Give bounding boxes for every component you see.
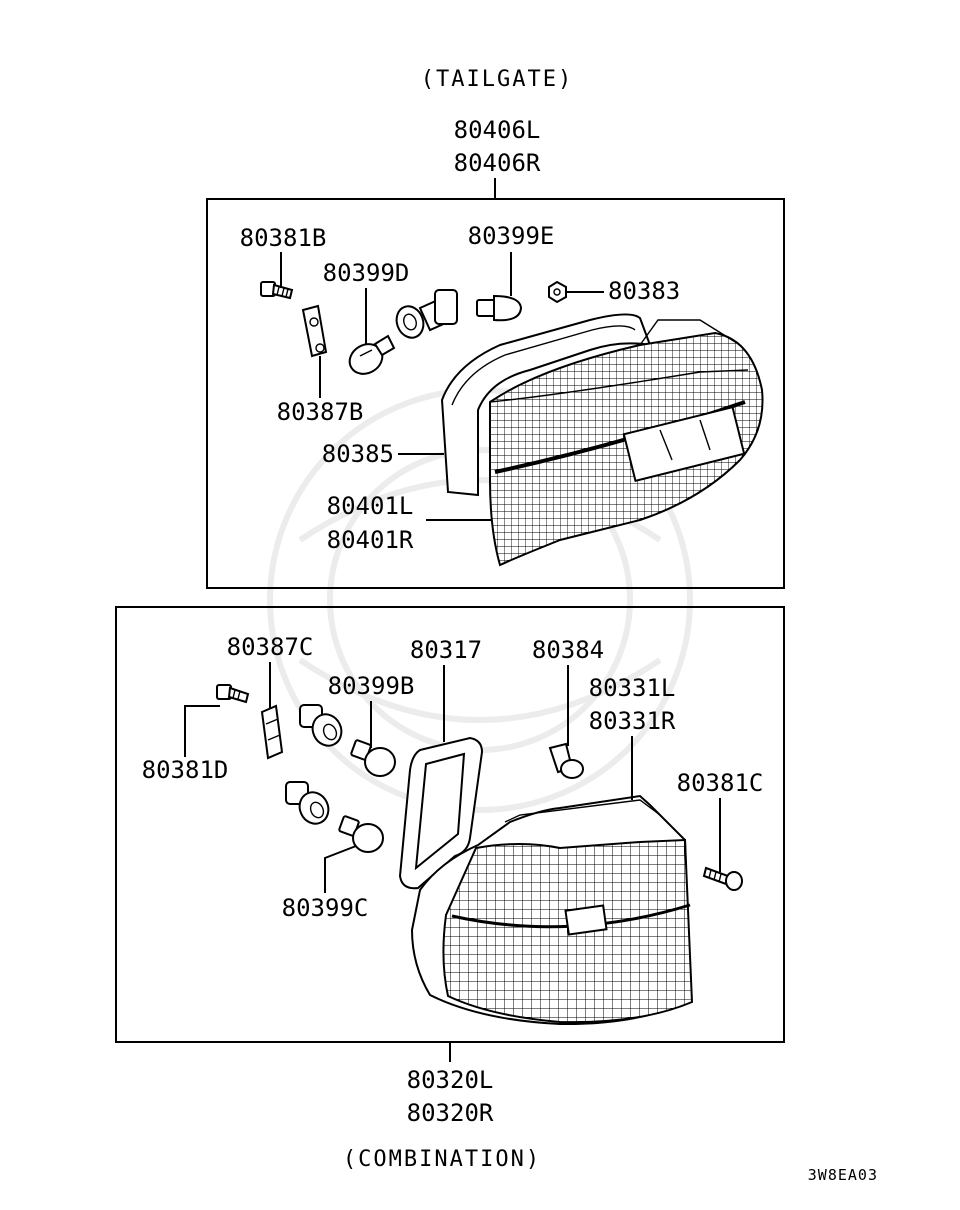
leader-80399C: [324, 845, 357, 893]
label-80317: 80317: [410, 636, 482, 664]
label-80384: 80384: [532, 636, 604, 664]
bulb-80399D: [348, 334, 396, 375]
label-80331L: 80331L: [589, 674, 676, 702]
label-80381D: 80381D: [142, 756, 229, 784]
label-80399D: 80399D: [323, 259, 410, 287]
label-80385: 80385: [322, 440, 394, 468]
bulb-80399E: [476, 294, 523, 322]
label-80387C: 80387C: [227, 633, 314, 661]
drawing-code: 3W8EA03: [808, 1166, 878, 1184]
label-80381C: 80381C: [677, 769, 764, 797]
screw-80381B: [260, 281, 294, 300]
socket-upper: [299, 704, 343, 747]
label-80383: 80383: [608, 277, 680, 305]
label-80381B: 80381B: [240, 224, 327, 252]
label-80399B: 80399B: [328, 672, 415, 700]
label-80387B: 80387B: [277, 398, 364, 426]
caption-combination: (COMBINATION): [343, 1147, 541, 1172]
label-80399C: 80399C: [282, 894, 369, 922]
assembly-label-80406L: 80406L: [454, 116, 541, 144]
assembly-label-80320L: 80320L: [407, 1066, 494, 1094]
assembly-label-80320R: 80320R: [407, 1099, 494, 1127]
screw-80381D: [216, 684, 250, 704]
lens-80401: [489, 319, 764, 567]
combination-parts: [216, 684, 743, 1026]
combination-lens: [410, 794, 694, 1026]
socket-80399D: [395, 289, 458, 339]
socket-lower: [285, 781, 330, 825]
clip-80387C: [260, 704, 284, 760]
bulb-80399C: [338, 815, 384, 853]
label-80331R: 80331R: [589, 707, 676, 735]
tailgate-parts: [260, 280, 764, 567]
leader-80381D: [184, 705, 220, 757]
caption-tailgate: (TAILGATE): [421, 67, 573, 92]
clip-80387B: [301, 304, 328, 358]
nut-80383: [548, 280, 567, 304]
assembly-label-80406R: 80406R: [454, 149, 541, 177]
clip-80384: [548, 742, 584, 779]
label-80399E: 80399E: [468, 222, 555, 250]
screw-80381C: [702, 866, 743, 891]
label-80401L: 80401L: [327, 492, 414, 520]
label-80401R: 80401R: [327, 526, 414, 554]
bulb-80399B: [350, 739, 396, 777]
tailgate-group-frame: [206, 198, 785, 589]
